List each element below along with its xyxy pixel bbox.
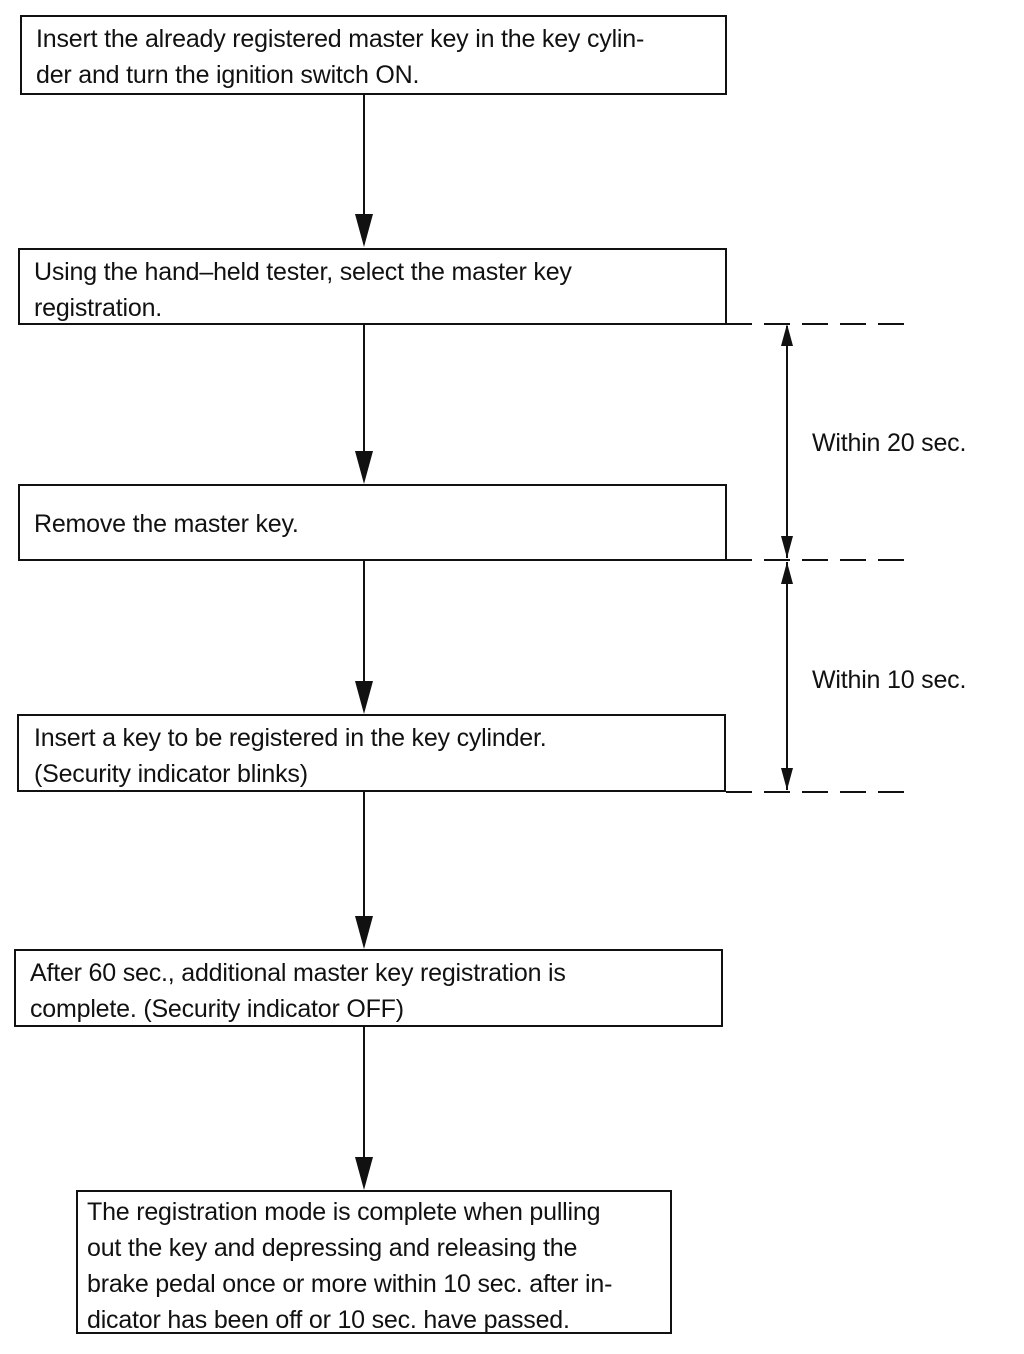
timing-arrow-10-bottom-head bbox=[781, 768, 793, 790]
step-box-4: Insert a key to be registered in the key… bbox=[17, 714, 726, 792]
timing-arrow-20-bottom-head bbox=[781, 536, 793, 558]
step-5-line-2: complete. (Security indicator OFF) bbox=[30, 995, 404, 1023]
step-box-1: Insert the already registered master key… bbox=[20, 15, 727, 95]
step-3-line-1: Remove the master key. bbox=[34, 510, 299, 538]
timing-guides bbox=[726, 323, 914, 793]
step-4-text: Insert a key to be registered in the key… bbox=[34, 720, 712, 792]
arrowhead-1-2 bbox=[355, 214, 373, 247]
step-5-line-1: After 60 sec., additional master key reg… bbox=[30, 959, 566, 987]
step-box-2: Using the hand–held tester, select the m… bbox=[18, 248, 727, 325]
timing-label-within-10: Within 10 sec. bbox=[812, 666, 967, 694]
step-1-line-2: der and turn the ignition switch ON. bbox=[36, 61, 420, 89]
arrowhead-5-6 bbox=[355, 1157, 373, 1190]
step-box-6: The registration mode is complete when p… bbox=[76, 1190, 672, 1334]
step-5-text: After 60 sec., additional master key reg… bbox=[30, 955, 709, 1027]
arrowhead-2-3 bbox=[355, 451, 373, 484]
timing-label-within-20: Within 20 sec. bbox=[812, 429, 967, 457]
timing-arrow-20-top-head bbox=[781, 324, 793, 346]
step-6-text: The registration mode is complete when p… bbox=[87, 1194, 658, 1338]
step-1-line-1: Insert the already registered master key… bbox=[36, 25, 645, 53]
step-1-text: Insert the already registered master key… bbox=[36, 21, 713, 93]
step-6-line-4: dicator has been off or 10 sec. have pas… bbox=[87, 1306, 570, 1334]
timing-arrows bbox=[781, 324, 793, 790]
step-6-line-3: brake pedal once or more within 10 sec. … bbox=[87, 1270, 613, 1298]
arrowhead-4-5 bbox=[355, 916, 373, 949]
timing-arrow-10-top-head bbox=[781, 562, 793, 584]
step-4-line-1: Insert a key to be registered in the key… bbox=[34, 724, 547, 752]
step-2-text: Using the hand–held tester, select the m… bbox=[34, 254, 713, 326]
step-6-line-1: The registration mode is complete when p… bbox=[87, 1198, 601, 1226]
step-box-5: After 60 sec., additional master key reg… bbox=[14, 949, 723, 1027]
step-4-line-2: (Security indicator blinks) bbox=[34, 760, 308, 788]
step-box-3: Remove the master key. bbox=[18, 484, 727, 561]
flow-arrows bbox=[355, 95, 373, 1190]
step-2-line-1: Using the hand–held tester, select the m… bbox=[34, 258, 572, 286]
step-2-line-2: registration. bbox=[34, 294, 163, 322]
step-3-text: Remove the master key. bbox=[34, 506, 713, 542]
step-6-line-2: out the key and depressing and releasing… bbox=[87, 1234, 578, 1262]
arrowhead-3-4 bbox=[355, 681, 373, 714]
